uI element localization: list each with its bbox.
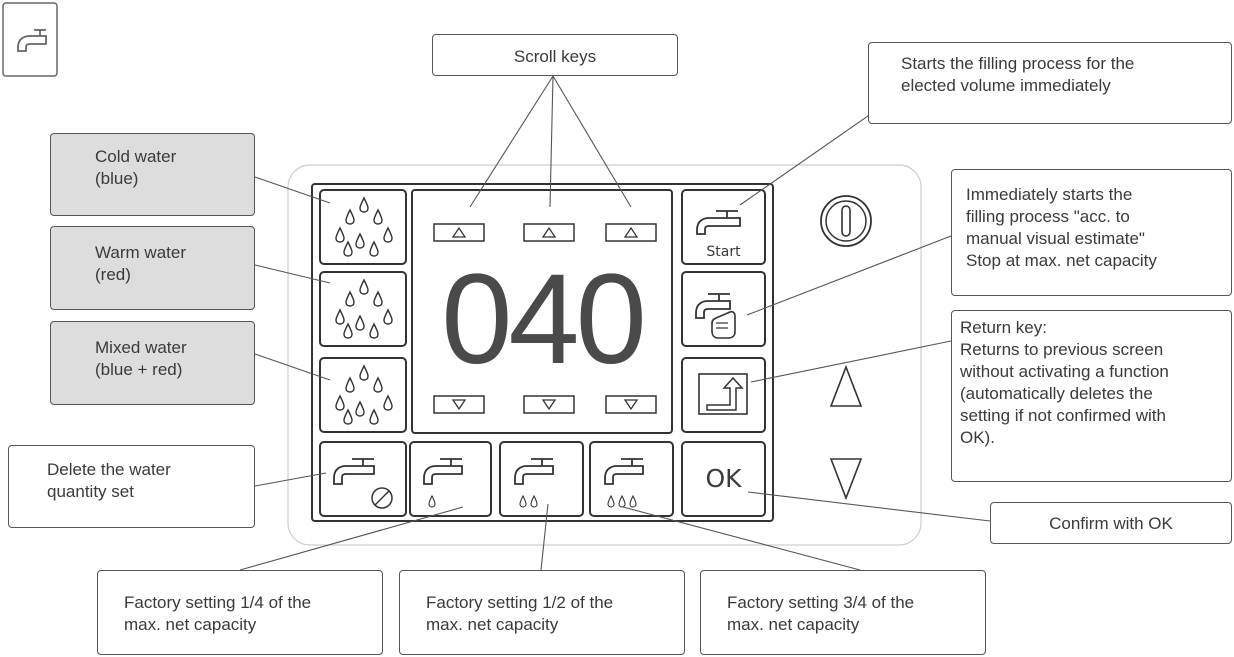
mixed-water-key[interactable] xyxy=(319,357,407,433)
callout-line: Factory setting 1/2 of the xyxy=(426,593,614,612)
scroll-up-key-2[interactable] xyxy=(523,223,575,242)
power-button[interactable] xyxy=(820,195,872,247)
callout-line: Factory setting 3/4 of the xyxy=(727,593,915,612)
callout-line: Immediately starts the xyxy=(966,185,1133,204)
tap-icon xyxy=(604,465,644,485)
tap-icon xyxy=(333,465,375,485)
warm-drops-icon xyxy=(330,278,400,342)
callout-line: Return key: xyxy=(960,318,1047,337)
callout-line: filling process "acc. to xyxy=(966,207,1130,227)
mixed-drops-icon xyxy=(330,364,400,428)
drop-icon xyxy=(519,494,527,508)
cold-water-callout: Cold water (blue) xyxy=(50,133,255,216)
return-key-callout: Return key: Returns to previous screen w… xyxy=(951,310,1232,482)
return-key[interactable] xyxy=(681,357,766,433)
delete-quantity-key[interactable] xyxy=(319,441,407,517)
callout-line: (blue) xyxy=(95,169,139,189)
drop-icon xyxy=(428,494,436,508)
callout-line: manual visual estimate" xyxy=(966,229,1145,249)
callout-line: (blue + red) xyxy=(95,360,183,380)
delete-quantity-callout: Delete the water quantity set xyxy=(8,445,255,528)
prohibited-icon xyxy=(371,487,393,509)
callout-line: Stop at max. net capacity xyxy=(966,251,1157,271)
half-volume-callout: Factory setting 1/2 of the max. net capa… xyxy=(399,570,685,655)
quantity-value: 040 xyxy=(441,248,647,391)
manual-fill-key[interactable] xyxy=(681,271,766,347)
callout-line: max. net capacity xyxy=(124,615,257,635)
scroll-keys-text: Scroll keys xyxy=(513,47,597,66)
callout-line: without activating a function xyxy=(960,362,1169,382)
down-arrow-key[interactable] xyxy=(829,458,863,501)
return-arrow-icon xyxy=(706,376,744,411)
up-arrow-key[interactable] xyxy=(829,364,863,407)
callout-line: quantity set xyxy=(47,482,134,502)
callout-line: max. net capacity xyxy=(426,615,559,635)
scroll-down-key-1[interactable] xyxy=(433,395,485,414)
quarter-volume-callout: Factory setting 1/4 of the max. net capa… xyxy=(97,570,383,655)
start-callout: Starts the filling process for the elect… xyxy=(868,42,1232,124)
tap-icon xyxy=(695,300,731,319)
cold-water-key[interactable] xyxy=(319,189,407,265)
panel-inner-frame xyxy=(311,183,774,522)
tap-icon xyxy=(514,465,554,485)
callout-text: Confirm with OK xyxy=(1049,514,1173,533)
drop-icon xyxy=(607,494,615,508)
cold-drops-icon xyxy=(330,196,400,260)
scroll-down-key-2[interactable] xyxy=(523,395,575,414)
tap-icon xyxy=(696,217,741,235)
scroll-up-key-3[interactable] xyxy=(605,223,657,242)
half-volume-key[interactable] xyxy=(499,441,584,517)
callout-line: Delete the water xyxy=(47,460,171,479)
callout-line: elected volume immediately xyxy=(901,76,1111,96)
callout-line: Mixed water xyxy=(95,338,187,357)
callout-line: setting if not confirmed with xyxy=(960,406,1166,426)
three-quarter-volume-key[interactable] xyxy=(589,441,674,517)
drop-icon xyxy=(618,494,626,508)
callout-line: OK). xyxy=(960,428,995,448)
drop-icon xyxy=(530,494,538,508)
scroll-down-key-3[interactable] xyxy=(605,395,657,414)
callout-line: (automatically deletes the xyxy=(960,384,1153,404)
callout-line: (red) xyxy=(95,265,131,285)
callout-line: Cold water xyxy=(95,147,177,166)
mixed-water-callout: Mixed water (blue + red) xyxy=(50,321,255,405)
scroll-keys-callout: Scroll keys xyxy=(432,34,678,76)
tap-header-icon xyxy=(2,2,58,77)
start-key[interactable] xyxy=(681,189,766,265)
tap-icon xyxy=(423,465,463,485)
callout-line: Returns to previous screen xyxy=(960,340,1164,360)
manual-fill-callout: Immediately starts the filling process "… xyxy=(951,169,1232,296)
hand-icon xyxy=(711,310,736,339)
warm-water-key[interactable] xyxy=(319,271,407,347)
callout-line: Starts the filling process for the xyxy=(901,54,1135,73)
callout-line: max. net capacity xyxy=(727,615,860,635)
three-quarter-volume-callout: Factory setting 3/4 of the max. net capa… xyxy=(700,570,986,655)
quantity-display xyxy=(411,189,673,434)
confirm-ok-callout: Confirm with OK xyxy=(990,502,1232,544)
ok-key-label: OK xyxy=(705,464,742,493)
quarter-volume-key[interactable] xyxy=(409,441,492,517)
ok-key[interactable] xyxy=(681,441,766,517)
callout-line: Warm water xyxy=(95,243,186,262)
scroll-up-key-1[interactable] xyxy=(433,223,485,242)
callout-line: Factory setting 1/4 of the xyxy=(124,593,312,612)
drop-icon xyxy=(629,494,637,508)
start-key-label: Start xyxy=(706,244,741,260)
warm-water-callout: Warm water (red) xyxy=(50,226,255,310)
